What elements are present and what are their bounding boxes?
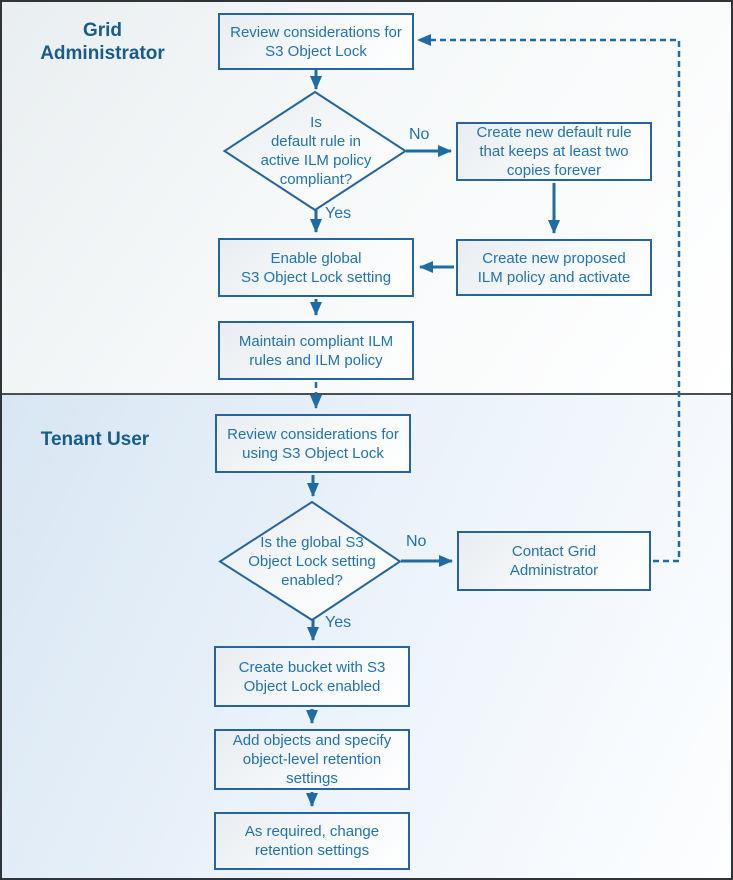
node-contact-grid-administrator: Contact Grid Administrator bbox=[457, 531, 651, 591]
lane-label-grid-administrator: Grid Administrator bbox=[40, 20, 165, 64]
node-maintain-compliant-ilm: Maintain compliant ILM rules and ILM pol… bbox=[218, 321, 414, 380]
decision-ilm-policy-compliant-label: Is default rule in active ILM policy com… bbox=[260, 114, 372, 188]
node-change-retention: As required, change retention settings bbox=[214, 812, 410, 870]
node-enable-global-setting: Enable global S3 Object Lock setting bbox=[218, 238, 414, 297]
node-create-default-rule: Create new default rule that keeps at le… bbox=[456, 122, 652, 181]
node-add-objects: Add objects and specify object-level ret… bbox=[214, 729, 410, 790]
node-create-bucket: Create bucket with S3 Object Lock enable… bbox=[214, 646, 410, 707]
node-review-considerations-tenant: Review considerations for using S3 Objec… bbox=[215, 414, 411, 473]
edge-label-no-1: No bbox=[409, 126, 430, 143]
edge-label-yes-1: Yes bbox=[325, 205, 352, 222]
node-create-proposed-policy: Create new proposed ILM policy and activ… bbox=[456, 239, 652, 296]
decision-object-lock-enabled-label: Is the global S3 Object Lock setting ena… bbox=[248, 533, 376, 589]
edge-label-no-2: No bbox=[406, 533, 427, 550]
node-review-considerations-grid: Review considerations for S3 Object Lock bbox=[218, 13, 414, 70]
lane-label-tenant-user: Tenant User bbox=[40, 429, 150, 450]
edge-label-yes-2: Yes bbox=[325, 614, 352, 631]
